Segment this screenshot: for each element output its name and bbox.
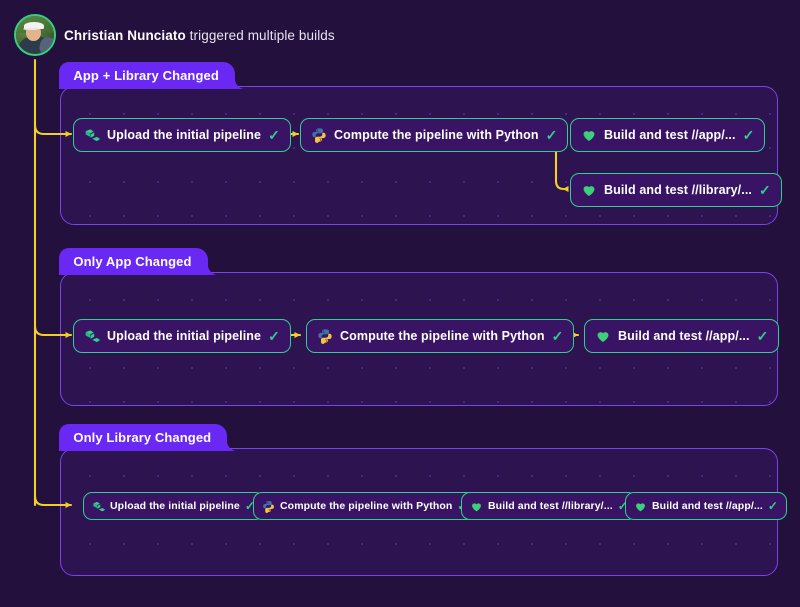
buildkite-icon xyxy=(84,127,100,143)
build-step-label: Build and test //library/... xyxy=(604,183,752,197)
actor-action: triggered multiple builds xyxy=(189,28,335,43)
build-step-node[interactable]: Compute the pipeline with Python ✓ xyxy=(306,319,575,353)
build-step-node[interactable]: Compute the pipeline with Python ✓ xyxy=(300,118,569,152)
python-icon xyxy=(311,127,327,143)
build-header-text: Christian Nunciato triggered multiple bu… xyxy=(64,28,335,43)
green-heart-icon xyxy=(470,500,483,513)
green-heart-icon xyxy=(581,182,597,198)
build-step-label: Compute the pipeline with Python xyxy=(280,500,453,512)
build-step-label: Upload the initial pipeline xyxy=(107,329,262,343)
actor-name: Christian Nunciato xyxy=(64,28,186,43)
status-check-icon: ✓ xyxy=(268,127,280,143)
green-heart-icon xyxy=(595,328,611,344)
build-step-label: Compute the pipeline with Python xyxy=(334,128,539,142)
build-step-node[interactable]: Upload the initial pipeline ✓ xyxy=(73,118,291,152)
build-step-node[interactable]: Build and test //app/... ✓ xyxy=(625,492,787,520)
green-heart-icon xyxy=(581,127,597,143)
status-check-icon: ✓ xyxy=(767,499,778,513)
python-icon xyxy=(317,328,333,344)
avatar[interactable] xyxy=(14,14,56,56)
avatar-photo xyxy=(16,16,54,54)
build-step-node[interactable]: Upload the initial pipeline ✓ xyxy=(83,492,264,520)
buildkite-icon xyxy=(84,328,100,344)
status-check-icon: ✓ xyxy=(756,328,769,344)
build-step-label: Compute the pipeline with Python xyxy=(340,329,545,343)
green-heart-icon xyxy=(634,500,647,513)
python-icon xyxy=(262,500,275,513)
pipeline-group-only-app-changed: Only App Changed Upload the initial pipe… xyxy=(59,248,780,406)
build-step-label: Upload the initial pipeline xyxy=(107,128,262,142)
pipeline-group-app-library-changed: App + Library Changed Upload the initial… xyxy=(59,62,782,225)
build-step-node[interactable]: Compute the pipeline with Python ✓ xyxy=(253,492,477,520)
build-step-node[interactable]: Build and test //library/... ✓ xyxy=(570,173,782,207)
avatar-cap-brim xyxy=(22,27,39,31)
status-check-icon: ✓ xyxy=(742,127,755,143)
status-check-icon: ✓ xyxy=(545,127,558,143)
build-header: Christian Nunciato triggered multiple bu… xyxy=(0,0,800,62)
group-label-2[interactable]: Only Library Changed xyxy=(59,424,228,451)
build-step-node[interactable]: Build and test //app/... ✓ xyxy=(570,118,766,152)
build-step-node[interactable]: Build and test //app/... ✓ xyxy=(584,319,780,353)
group-label-1[interactable]: Only App Changed xyxy=(59,248,208,275)
build-step-node[interactable]: Build and test //library/... ✓ xyxy=(461,492,637,520)
build-step-label: Build and test //app/... xyxy=(652,500,763,512)
build-step-label: Upload the initial pipeline xyxy=(110,500,240,512)
avatar-cap xyxy=(23,21,44,30)
build-step-label: Build and test //app/... xyxy=(604,128,736,142)
pipeline-group-only-library-changed: Only Library Changed Upload the initial … xyxy=(59,424,787,576)
group-label-0[interactable]: App + Library Changed xyxy=(59,62,235,89)
build-step-label: Build and test //app/... xyxy=(618,329,750,343)
status-check-icon: ✓ xyxy=(268,328,280,344)
status-check-icon: ✓ xyxy=(758,182,771,198)
buildkite-icon xyxy=(92,500,105,513)
build-step-node[interactable]: Upload the initial pipeline ✓ xyxy=(73,319,291,353)
status-check-icon: ✓ xyxy=(617,499,628,513)
build-step-label: Build and test //library/... xyxy=(488,500,613,512)
status-check-icon: ✓ xyxy=(551,328,564,344)
